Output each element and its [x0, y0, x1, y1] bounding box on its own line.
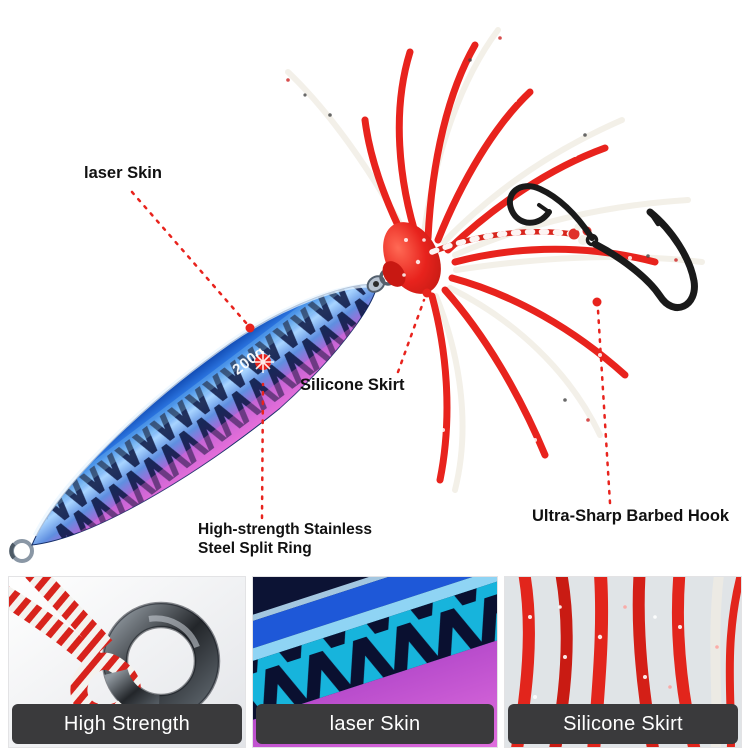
label-silicone-skirt: Silicone Skirt: [300, 376, 405, 394]
label-barbed-hook: Ultra-Sharp Barbed Hook: [532, 507, 730, 525]
caption-silicone-skirt: Silicone Skirt: [508, 704, 738, 744]
leader-barbed-hook: [596, 308, 612, 505]
thumbnail-high-strength: High Strength: [8, 576, 246, 748]
silicone-skirt: [285, 27, 705, 493]
thumbnail-silicone-skirt: Silicone Skirt: [504, 576, 742, 748]
dot-laser-skin: [245, 323, 255, 333]
leader-split-ring: [260, 382, 265, 520]
callout-leaders: [130, 190, 612, 520]
leader-laser-skin: [130, 190, 249, 326]
jig-body: 200g: [31, 269, 390, 561]
product-photo: 200g: [9, 27, 705, 563]
laser-zigzag-pattern: [38, 272, 386, 554]
callout-dots: [245, 288, 602, 333]
assist-hook-assembly: [429, 183, 698, 311]
split-ring-marker: [252, 351, 274, 373]
leader-silicone-skirt: [396, 298, 426, 374]
tail-split-ring: [9, 539, 34, 563]
dot-silicone-skirt: [422, 288, 432, 298]
head-eyelet: [366, 268, 397, 293]
label-split-ring: High-strength Stainless Steel Split Ring: [198, 521, 372, 558]
label-laser-skin: laser Skin: [84, 164, 162, 182]
label-split-ring-line1: High-strength Stainless: [198, 521, 372, 538]
barbed-hooks: [507, 183, 698, 311]
label-split-ring-line2: Steel Split Ring: [198, 539, 312, 557]
caption-high-strength: High Strength: [12, 704, 242, 744]
dot-barbed-hook: [592, 297, 602, 307]
thumbnail-laser-skin: laser Skin: [252, 576, 498, 748]
caption-laser-skin: laser Skin: [256, 704, 494, 744]
